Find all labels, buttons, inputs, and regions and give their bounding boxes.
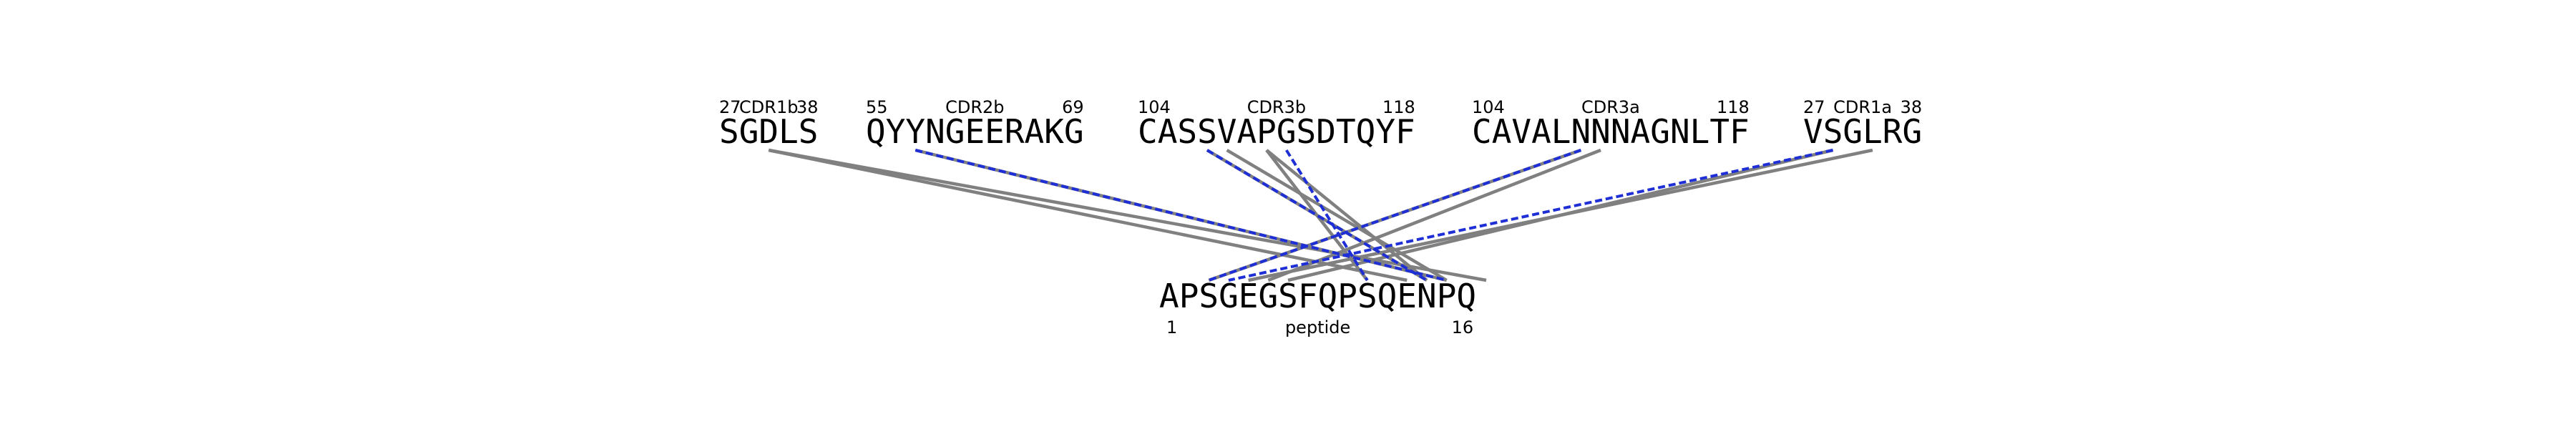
contact-line-cdr3b xyxy=(1226,149,1448,282)
segment-name-cdr1b: CDR1b xyxy=(739,97,798,117)
contact-line-cdr1b xyxy=(768,148,1487,282)
segment-end-cdr2b: 69 xyxy=(1062,97,1084,117)
sequence-cdr3b: CASSVAPGSDTQYF xyxy=(1138,112,1415,151)
contact-line-dashed-cdr2b xyxy=(914,149,1448,282)
contact-line-dashed-cdr3a xyxy=(1208,149,1582,282)
sequence-cdr1b: SGDLS xyxy=(719,112,818,151)
contact-line-dashed-cdr1a xyxy=(1228,149,1833,282)
segment-name-cdr1a: CDR1a xyxy=(1833,97,1892,117)
segment-start-cdr3a: 104 xyxy=(1472,97,1505,117)
segment-start-cdr3b: 104 xyxy=(1138,97,1171,117)
contact-lines xyxy=(768,148,1873,282)
sequence-cdr3a: CAVALNNNAGNLTF xyxy=(1472,112,1750,151)
contact-line-cdr3b xyxy=(1265,149,1428,282)
sequence-cdr2b: QYYNGEERAKG xyxy=(866,112,1084,151)
peptide-start: 1 xyxy=(1166,317,1177,337)
segment-start-cdr1a: 27 xyxy=(1803,97,1825,117)
segment-start-cdr2b: 55 xyxy=(866,97,888,117)
sequence-cdr1a: VSGLRG xyxy=(1803,112,1922,151)
sequence-peptide: APSGEGSFQPSQENPQ xyxy=(1159,277,1476,315)
segment-name-cdr3a: CDR3a xyxy=(1581,97,1640,117)
contact-line-cdr1b xyxy=(768,148,1407,282)
segment-end-cdr3a: 118 xyxy=(1717,97,1750,117)
peptide-name: peptide xyxy=(1285,317,1350,337)
peptide-end: 16 xyxy=(1452,317,1474,337)
segment-end-cdr1b: 38 xyxy=(796,97,819,117)
contact-line-dashed-cdr3b xyxy=(1285,149,1369,282)
segment-start-cdr1b: 27 xyxy=(719,97,741,117)
segment-name-cdr2b: CDR2b xyxy=(945,97,1004,117)
segment-end-cdr1a: 38 xyxy=(1901,97,1923,117)
segment-name-cdr3b: CDR3b xyxy=(1247,97,1306,117)
contact-line-cdr1a xyxy=(1248,148,1873,282)
segment-end-cdr3b: 118 xyxy=(1382,97,1415,117)
